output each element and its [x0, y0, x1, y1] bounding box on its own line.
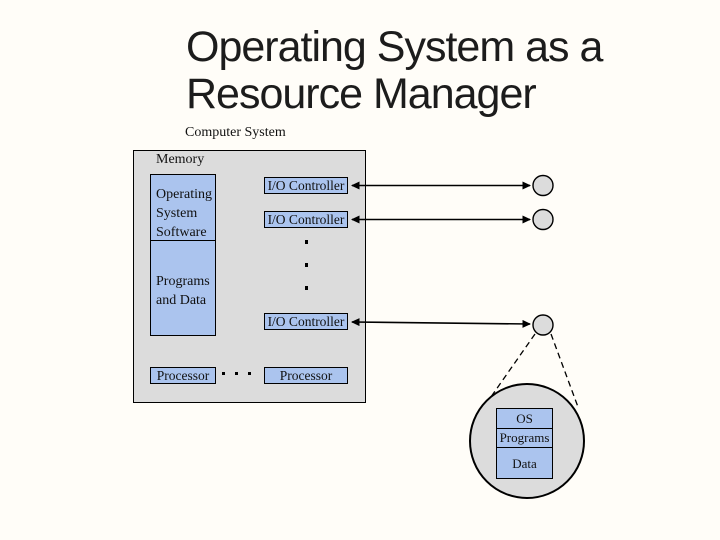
magnifier-dashed-right: [550, 333, 579, 408]
ellipsis-dot: [305, 240, 308, 244]
magnifier-data-row: Data: [512, 456, 537, 471]
programs-data-section: Programs and Data: [156, 274, 210, 308]
slide-title: Operating System as a Resource Manager: [186, 23, 603, 118]
computer-system-caption: Computer System: [185, 125, 286, 140]
io-controller-3: I/O Controller: [264, 313, 348, 330]
magnifier-programs-row: Programs: [497, 429, 552, 448]
device-circle-3: [532, 314, 554, 336]
magnifier-os-row: OS: [497, 409, 552, 429]
ellipsis-dot: [248, 372, 251, 375]
processor-1: Processor: [150, 367, 216, 384]
ellipsis-dot: [235, 372, 238, 375]
os-software-section: Operating System Software: [151, 175, 215, 241]
memory-box: Operating System Software Programs and D…: [150, 174, 216, 336]
io-arrow-3: [351, 318, 531, 328]
memory-label: Memory: [156, 152, 205, 167]
device-circle-1: [532, 174, 554, 197]
device-circle-2: [532, 208, 554, 231]
slide-title-line1: Operating System as a: [186, 23, 603, 71]
ellipsis-dot: [305, 286, 308, 290]
magnifier-dashed-left: [485, 333, 536, 405]
io-controller-2: I/O Controller: [264, 211, 348, 228]
ellipsis-dot: [222, 372, 225, 375]
io-controller-1: I/O Controller: [264, 177, 348, 194]
slide-title-line2: Resource Manager: [186, 70, 537, 118]
magnified-memory-box: OS Programs Data: [496, 408, 553, 479]
processor-2: Processor: [264, 367, 348, 384]
ellipsis-dot: [305, 263, 308, 267]
